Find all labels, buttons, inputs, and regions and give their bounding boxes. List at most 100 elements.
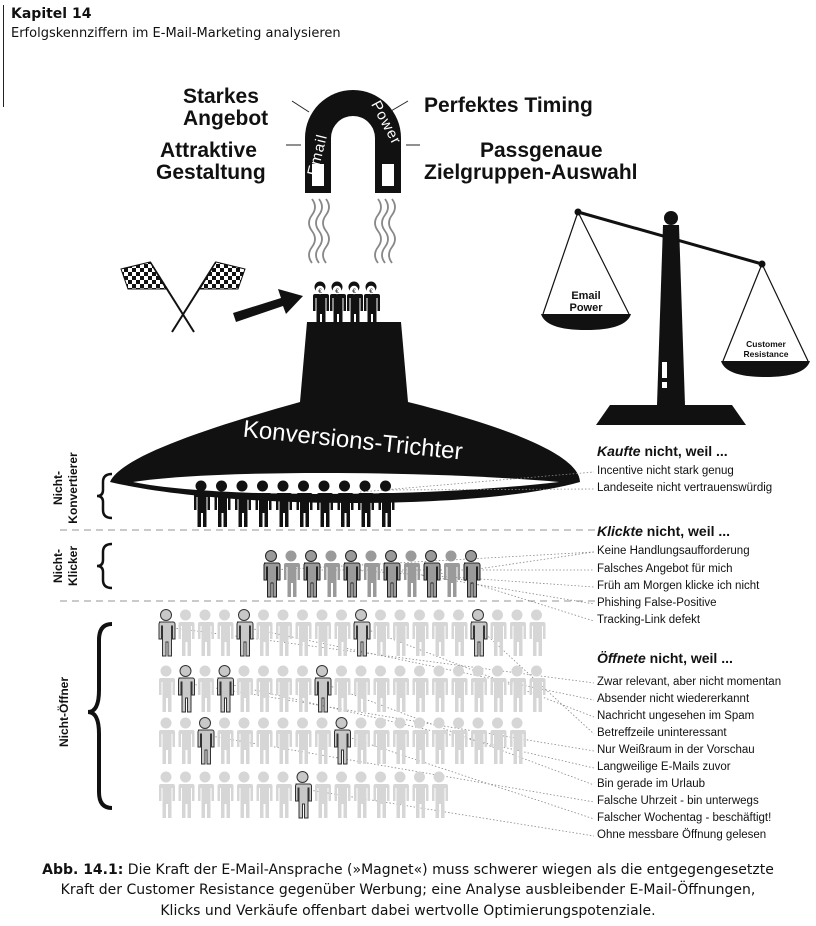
person-figure — [393, 771, 409, 818]
reason-item: Falscher Wochentag - beschäftigt! — [597, 812, 772, 824]
magnetic-field-waves — [308, 198, 396, 264]
reason-item: Früh am Morgen klicke ich nicht — [597, 580, 760, 592]
person-figure — [432, 771, 448, 818]
person-figure — [295, 717, 312, 764]
people-groups — [158, 480, 546, 819]
heading-klickte: Klickte nicht, weil ... — [597, 523, 731, 539]
person-figure — [178, 771, 195, 818]
reason-item: Nachricht ungesehen im Spam — [597, 710, 755, 722]
reason-item: Phishing False-Positive — [597, 597, 717, 609]
euro-coin-icon — [315, 285, 325, 295]
person-figure — [354, 665, 370, 712]
person-figure — [412, 771, 429, 818]
person-figure — [217, 771, 234, 818]
person-figure — [364, 550, 380, 597]
scale-left-pan-label-2: Power — [569, 302, 603, 314]
person-figure — [334, 771, 351, 818]
person-figure-highlighted — [343, 550, 361, 598]
person-figure — [256, 771, 273, 818]
group-label-nicht-oeffner: Nicht-Öffner — [56, 677, 71, 747]
person-figure — [432, 717, 448, 764]
person-figure — [159, 717, 175, 764]
person-figure — [510, 665, 526, 712]
person-figure — [198, 665, 214, 712]
reason-item: Falsche Uhrzeit - bin unterwegs — [597, 795, 759, 807]
reason-item: Bin gerade im Urlaub — [597, 778, 706, 790]
person-figure — [471, 717, 487, 764]
person-figure — [451, 609, 468, 656]
person-figure — [412, 717, 429, 764]
person-figure — [404, 550, 420, 597]
reason-item: Keine Handlungsaufforderung — [597, 545, 750, 557]
group-label-nicht-klicker-2: Klicker — [66, 546, 80, 586]
group-label-nicht-konvertierer-2: Konvertierer — [66, 452, 80, 524]
person-figure-highlighted — [178, 665, 195, 713]
person-figure — [159, 665, 175, 712]
person-figure — [237, 665, 253, 712]
reason-item: Absender nicht wiedererkannt — [597, 693, 750, 705]
person-figure — [178, 609, 195, 656]
balance-scale-icon — [541, 208, 810, 425]
person-figure — [393, 609, 409, 656]
leader-line — [204, 734, 595, 803]
leader-line — [390, 569, 595, 605]
leader-line — [470, 551, 595, 571]
magnet — [286, 90, 420, 264]
person-figure — [276, 665, 292, 712]
chapter-subtitle: Erfolgskennziffern im E-Mail-Marketing a… — [11, 26, 341, 41]
header-rule — [3, 5, 4, 107]
person-figure — [510, 717, 526, 764]
person-figure — [295, 609, 312, 656]
group-braces — [87, 472, 113, 810]
person-figure — [198, 609, 214, 656]
person-figure — [444, 550, 460, 597]
person-figure-highlighted — [197, 717, 215, 765]
euro-coin-icon — [332, 285, 342, 295]
person-figure-highlighted — [295, 771, 312, 819]
reason-item: Landeseite nicht vertrauenswürdig — [597, 482, 773, 494]
person-figure — [295, 665, 312, 712]
person-figure — [373, 771, 390, 818]
person-figure — [393, 665, 409, 712]
person-figure — [490, 717, 507, 764]
reason-item: Falsches Angebot für mich — [597, 563, 733, 575]
heading-oeffnete: Öffnete nicht, weil ... — [597, 650, 733, 666]
scale-right-pan-label-1: Customer — [746, 339, 786, 349]
euro-symbol: € — [335, 288, 339, 295]
person-figure — [237, 717, 253, 764]
person-figure — [354, 717, 370, 764]
leader-line — [341, 734, 595, 820]
person-figure — [432, 665, 448, 712]
scale-right-pan-label-2: Resistance — [744, 349, 789, 359]
person-figure — [315, 717, 331, 764]
person-figure — [178, 717, 195, 764]
magnet-spark-lines — [286, 100, 420, 146]
person-figure — [324, 550, 340, 597]
reason-item: Tracking-Link defekt — [597, 614, 701, 626]
person-figure — [256, 609, 273, 656]
person-figure — [198, 771, 214, 818]
leader-line — [359, 471, 595, 493]
person-figure — [354, 771, 370, 818]
euro-symbol: € — [369, 288, 373, 295]
factor-gestaltung: Gestaltung — [156, 161, 266, 184]
reason-item: Nur Weißraum in der Vorschau — [597, 744, 755, 756]
person-figure — [315, 771, 331, 818]
chapter-label: Kapitel 14 — [11, 6, 92, 22]
person-figure — [256, 717, 273, 764]
person-figure-highlighted — [217, 665, 234, 713]
person-figure — [256, 665, 273, 712]
person-figure-highlighted — [470, 609, 488, 657]
factor-starkes: Starkes — [183, 85, 259, 108]
person-figure — [510, 609, 526, 656]
factor-zielgruppen-auswahl: Zielgruppen-Auswahl — [424, 161, 638, 184]
person-figure — [412, 609, 429, 656]
arrow-icon — [233, 289, 303, 322]
scale-left-pan-label-1: Email — [571, 290, 600, 302]
person-figure — [529, 609, 546, 656]
person-figure — [159, 771, 175, 818]
leader-line — [381, 488, 595, 491]
person-figure-highlighted — [263, 550, 281, 598]
reason-item: Ohne messbare Öffnung gelesen — [597, 829, 767, 841]
